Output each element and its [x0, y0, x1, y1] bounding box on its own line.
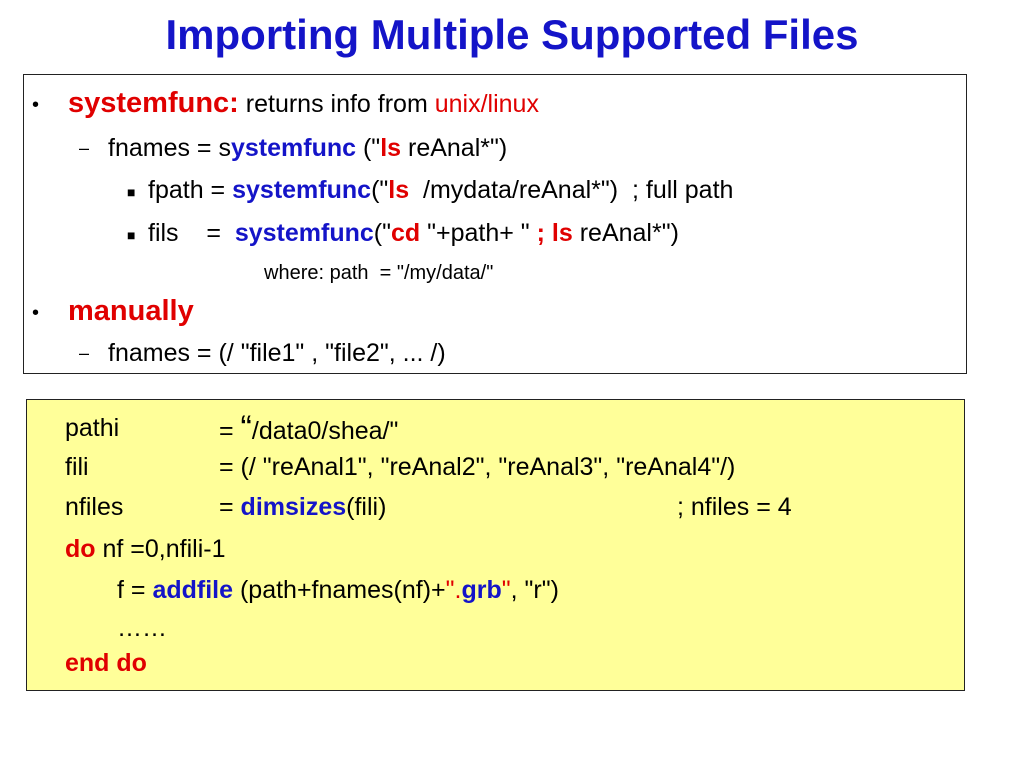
systemfunc-func: systemfunc [232, 176, 372, 204]
do-loop-line: do nf =0,nfili-1 [65, 531, 225, 567]
addfile-mode: , "r") [510, 576, 559, 604]
do-range: nf =0,nfili-1 [95, 535, 226, 563]
paren-open: (" [373, 219, 391, 247]
systemfunc-description: returns info from [238, 90, 435, 118]
unix-linux-text: unix/linux [434, 90, 539, 118]
open-quote: “ [240, 409, 252, 447]
bullet-dot: • [32, 94, 40, 116]
bullet-manually: manually [68, 293, 194, 330]
fnames-manual-line: fnames = (/ "file1" , "file2", ... /) [108, 339, 446, 367]
ext-quote-close: " [501, 576, 511, 604]
systemfunc-keyword: systemfunc: [68, 87, 239, 119]
fpath-suffix: /mydata/reAnal*") ; full path [409, 176, 734, 204]
fpath-line: fpath = systemfunc("ls /mydata/reAnal*")… [148, 172, 733, 208]
code-example-box: pathi = “/data0/shea/" fili = (/ "reAnal… [26, 399, 965, 691]
cd-cmd: cd [391, 219, 421, 247]
where-note: where: path = "/my/data/" [264, 262, 494, 284]
ellipsis: …… [117, 614, 167, 642]
pathi-value: = “/data0/shea/" [219, 410, 398, 449]
square-bullet: ■ [127, 227, 136, 243]
addfile-func: addfile [152, 576, 234, 604]
square-bullet: ■ [127, 184, 136, 200]
addfile-line: f = addfile (path+fnames(nf)+".grb", "r"… [117, 572, 559, 608]
end-do-keyword: end do [65, 649, 147, 677]
ls-cmd: ; ls [536, 219, 573, 247]
fili-name: fili [65, 453, 89, 481]
addfile-args: (path+fnames(nf)+ [233, 576, 446, 604]
slide-title: Importing Multiple Supported Files [165, 11, 859, 58]
path-concat: "+path+ " [420, 219, 537, 247]
reanal-suffix: reAnal*") [401, 134, 508, 162]
paren-open: (" [356, 134, 381, 162]
fils-line: fils = systemfunc("cd "+path+ " ; ls reA… [148, 215, 679, 251]
fnames-prefix: fnames = s [108, 134, 231, 162]
equals: = [219, 417, 241, 445]
fnames-systemfunc-line: fnames = systemfunc ("ls reAnal*") [108, 130, 507, 166]
bullet-systemfunc: systemfunc: returns info from unix/linux [68, 85, 539, 122]
pathi-path: /data0/shea/" [251, 417, 399, 445]
grb-extension: grb [461, 576, 502, 604]
manually-keyword: manually [68, 295, 194, 327]
nfiles-name: nfiles [65, 493, 124, 521]
fili-value: = (/ "reAnal1", "reAnal2", "reAnal3", "r… [219, 453, 736, 481]
paren-open: (" [371, 176, 389, 204]
equals: = [219, 493, 241, 521]
systemfunc-box: • systemfunc: returns info from unix/lin… [23, 74, 967, 374]
dash-marker: – [79, 138, 90, 158]
f-prefix: f = [117, 576, 153, 604]
do-keyword: do [65, 535, 96, 563]
systemfunc-func: systemfunc [234, 219, 374, 247]
dimsizes-arg: (fili) [346, 493, 387, 521]
dash-marker: – [79, 343, 90, 363]
fils-prefix: fils = [148, 219, 235, 247]
ls-cmd: ls [380, 134, 402, 162]
ls-cmd: ls [388, 176, 410, 204]
nfiles-comment: ; nfiles = 4 [677, 493, 792, 521]
systemfunc-func: ystemfunc [230, 134, 357, 162]
pathi-name: pathi [65, 414, 120, 442]
fils-suffix: reAnal*") [572, 219, 679, 247]
ext-quote-open: ". [445, 576, 462, 604]
dimsizes-func: dimsizes [240, 493, 347, 521]
fpath-prefix: fpath = [148, 176, 233, 204]
bullet-dot: • [32, 302, 40, 324]
nfiles-value: = dimsizes(fili) [219, 489, 386, 525]
